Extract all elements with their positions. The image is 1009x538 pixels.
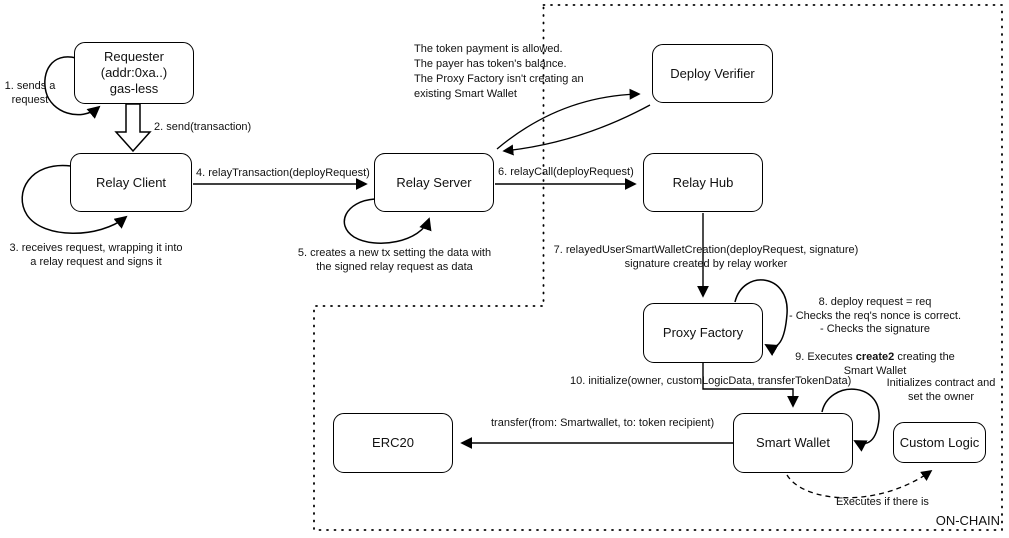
label-step8-9-checks: 8. deploy request = req - Checks the req…: [768, 282, 982, 392]
send-transaction-block-arrow: [114, 103, 152, 153]
node-relay-client: Relay Client: [70, 153, 192, 212]
on-chain-boundary: [313, 4, 1003, 531]
label-step1-sends-request: 1. sends a request: [4, 80, 56, 106]
node-smart-wallet: Smart Wallet: [733, 413, 853, 473]
node-erc20: ERC20: [333, 413, 453, 473]
deploy-verifier-to-relay-server-arrow: [502, 104, 651, 156]
proxy-factory-to-smart-wallet-arrow: [702, 363, 799, 408]
smart-wallet-to-custom-logic-dashed-arrow: [786, 470, 933, 499]
node-requester: Requester (addr:0xa..) gas-less: [74, 42, 194, 104]
label-executes-if-there-is: Executes if there is: [836, 496, 929, 508]
node-custom-logic: Custom Logic: [893, 422, 986, 463]
label-transfer-call: transfer(from: Smartwallet, to: token re…: [491, 417, 715, 429]
label-step9-text: 9. Executes create2 creating the Smart W…: [795, 350, 955, 377]
relay-server-to-deploy-verifier-arrow: [496, 88, 641, 150]
label-step4-relay-transaction: 4. relayTransaction(deployRequest): [196, 167, 370, 179]
label-on-chain: ON-CHAIN: [935, 513, 1000, 528]
label-verifier-note: The token payment is allowed. The payer …: [414, 43, 584, 100]
label-step10-initialize: 10. initialize(owner, customLogicData, t…: [570, 375, 852, 387]
label-step2-send-transaction: 2. send(transaction): [154, 121, 252, 133]
label-step7-relayed-creation: 7. relayedUserSmartWalletCreation(deploy…: [553, 244, 859, 270]
node-relay-hub: Relay Hub: [643, 153, 763, 212]
node-relay-server: Relay Server: [374, 153, 494, 212]
requester-self-loop-arrow: [44, 56, 101, 119]
relay-client-self-loop-arrow: [21, 164, 128, 234]
smart-wallet-self-loop-arrow: [821, 388, 880, 452]
label-step8-text: 8. deploy request = req - Checks the req…: [788, 295, 962, 336]
node-proxy-factory: Proxy Factory: [643, 303, 763, 363]
proxy-factory-self-loop-arrow: [734, 279, 788, 356]
relay-server-self-loop-arrow: [343, 198, 432, 244]
label-step3-receives-request: 3. receives request, wrapping it into a …: [9, 242, 183, 268]
node-deploy-verifier: Deploy Verifier: [652, 44, 773, 103]
label-initializes-contract-note: Initializes contract and set the owner: [886, 377, 996, 403]
label-step6-relay-call: 6. relayCall(deployRequest): [498, 166, 634, 178]
label-step5-creates-new-tx: 5. creates a new tx setting the data wit…: [297, 247, 492, 273]
